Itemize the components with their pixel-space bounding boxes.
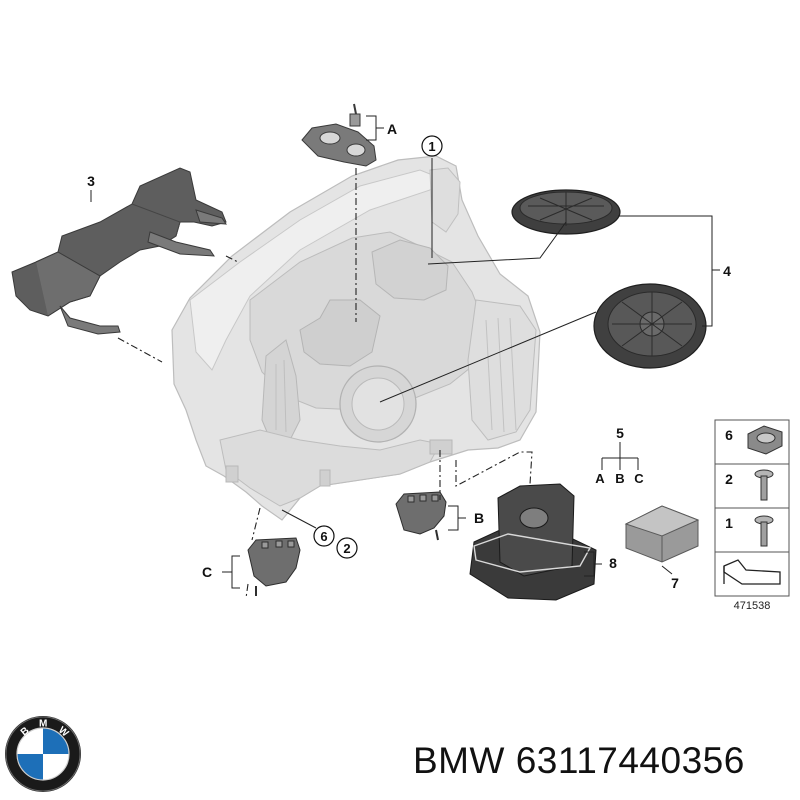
callout-4: 4	[723, 263, 731, 279]
callout-tree-a: A	[595, 471, 605, 486]
callout-a: A	[387, 121, 397, 137]
part-b-bracket	[395, 491, 447, 541]
diagram-reference-number: 471538	[734, 600, 771, 612]
svg-text:2: 2	[725, 471, 733, 487]
part-c-bracket	[247, 537, 301, 596]
part-number-caption: BMW 63117440356	[413, 740, 745, 781]
part-4-covers	[511, 189, 707, 369]
callout-tree-b: B	[615, 471, 624, 486]
svg-text:M: M	[39, 719, 47, 730]
callout-b: B	[474, 510, 484, 526]
callout-5: 5	[616, 425, 624, 441]
headlight-housing	[171, 155, 541, 521]
callout-c: C	[202, 564, 212, 580]
legend-box: 6 2 1	[714, 419, 790, 597]
part-3-cover	[11, 167, 227, 335]
callout-8: 8	[609, 555, 617, 571]
callout-6-main: 6	[313, 525, 335, 547]
svg-text:2: 2	[343, 541, 350, 556]
callout-7: 7	[671, 575, 679, 591]
leader-lines	[90, 115, 720, 599]
callout-3: 3	[87, 173, 95, 189]
callout-tree-c: C	[634, 471, 644, 486]
callout-1: 1	[421, 135, 443, 157]
svg-text:1: 1	[428, 139, 435, 154]
svg-text:1: 1	[725, 515, 733, 531]
bmw-logo: B M W	[5, 716, 81, 792]
svg-text:6: 6	[725, 427, 733, 443]
part-7-box	[624, 505, 700, 563]
part-a-bracket	[301, 103, 377, 167]
callout-2-main: 2	[336, 537, 358, 559]
svg-text:6: 6	[320, 529, 327, 544]
part-8-module	[469, 483, 597, 601]
